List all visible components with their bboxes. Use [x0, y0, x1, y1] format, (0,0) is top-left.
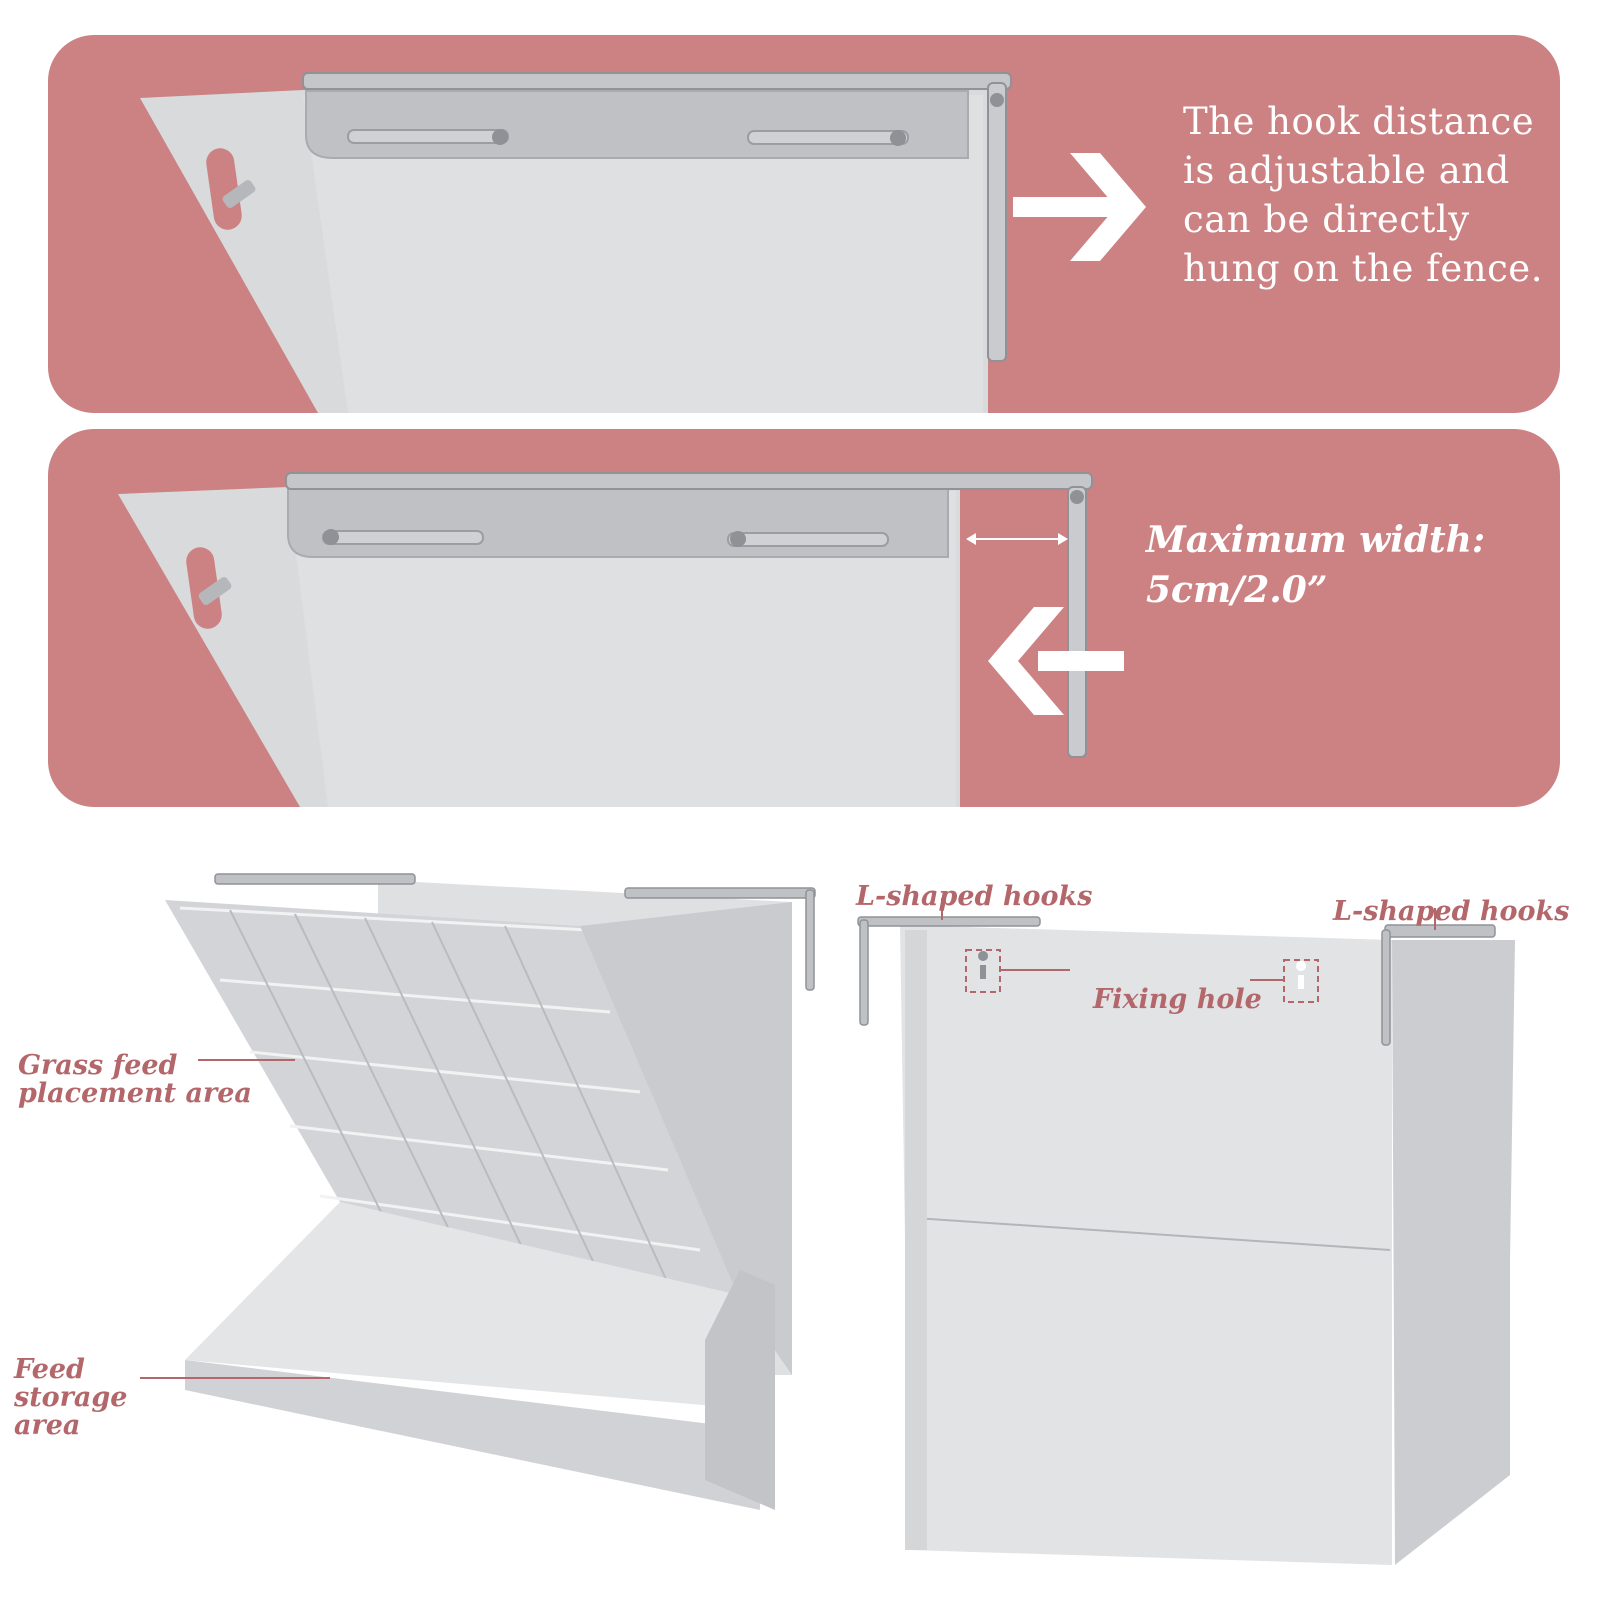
l-shaped-hook [987, 82, 1007, 362]
hay-rack [165, 900, 760, 1300]
callout-leaders [140, 898, 1436, 1379]
bolt [323, 529, 339, 545]
adjust-slot [747, 130, 909, 145]
l-shaped-hooks-label-right: L-shaped hooks [1333, 896, 1570, 927]
keyhole-icon [1296, 961, 1307, 989]
hook-adjust-illustration [48, 35, 1560, 413]
keyhole-icon [978, 951, 989, 979]
feeder-front-view [165, 873, 816, 1510]
hook-distance-text: The hook distance is adjustable and can … [1183, 100, 1543, 290]
hay-rack-rods [229, 909, 671, 1289]
feed-tray-side [705, 1270, 775, 1510]
adjust-slot [322, 530, 484, 545]
product-views [140, 873, 1515, 1565]
adjust-slot [727, 532, 889, 547]
l-shaped-hooks-label-left: L-shaped hooks [856, 881, 1093, 912]
hook-adjust-panel: The hook distance is adjustable and can … [48, 35, 1560, 413]
max-width-panel: Maximum width: 5cm/2.0” [48, 429, 1560, 807]
feeder-back-plate [900, 925, 1392, 1565]
hook-rail [285, 472, 1093, 490]
adjust-slot [347, 129, 509, 144]
l-shaped-hook [1067, 486, 1087, 758]
arrow-left-icon [988, 607, 1124, 715]
bolt [730, 531, 746, 547]
hook-bracket-plate [305, 90, 969, 159]
grass-feed-label: Grass feed placement area [18, 1050, 252, 1109]
feed-tray-back [185, 1202, 760, 1410]
bolt [890, 130, 906, 146]
wing-nut [222, 180, 256, 208]
max-width-illustration [48, 429, 1560, 807]
wing-nut [198, 577, 232, 605]
feeder-back-view [857, 916, 1515, 1565]
feeder-side-profile [1392, 940, 1515, 1565]
max-width-text: Maximum width: 5cm/2.0” [1146, 519, 1486, 611]
arrow-right-icon [1013, 153, 1146, 261]
width-dimension-icon [966, 533, 1068, 545]
feed-storage-label: Feed storage area [14, 1354, 128, 1441]
fixing-hole-label: Fixing hole [1093, 984, 1262, 1015]
l-shaped-hook [214, 873, 416, 885]
l-shaped-hook [857, 916, 1041, 927]
l-shaped-hook [624, 887, 816, 899]
feed-tray [185, 1360, 760, 1510]
feeder-side-panel [580, 902, 792, 1375]
hook-rail [302, 72, 1012, 90]
bolt [492, 129, 508, 145]
